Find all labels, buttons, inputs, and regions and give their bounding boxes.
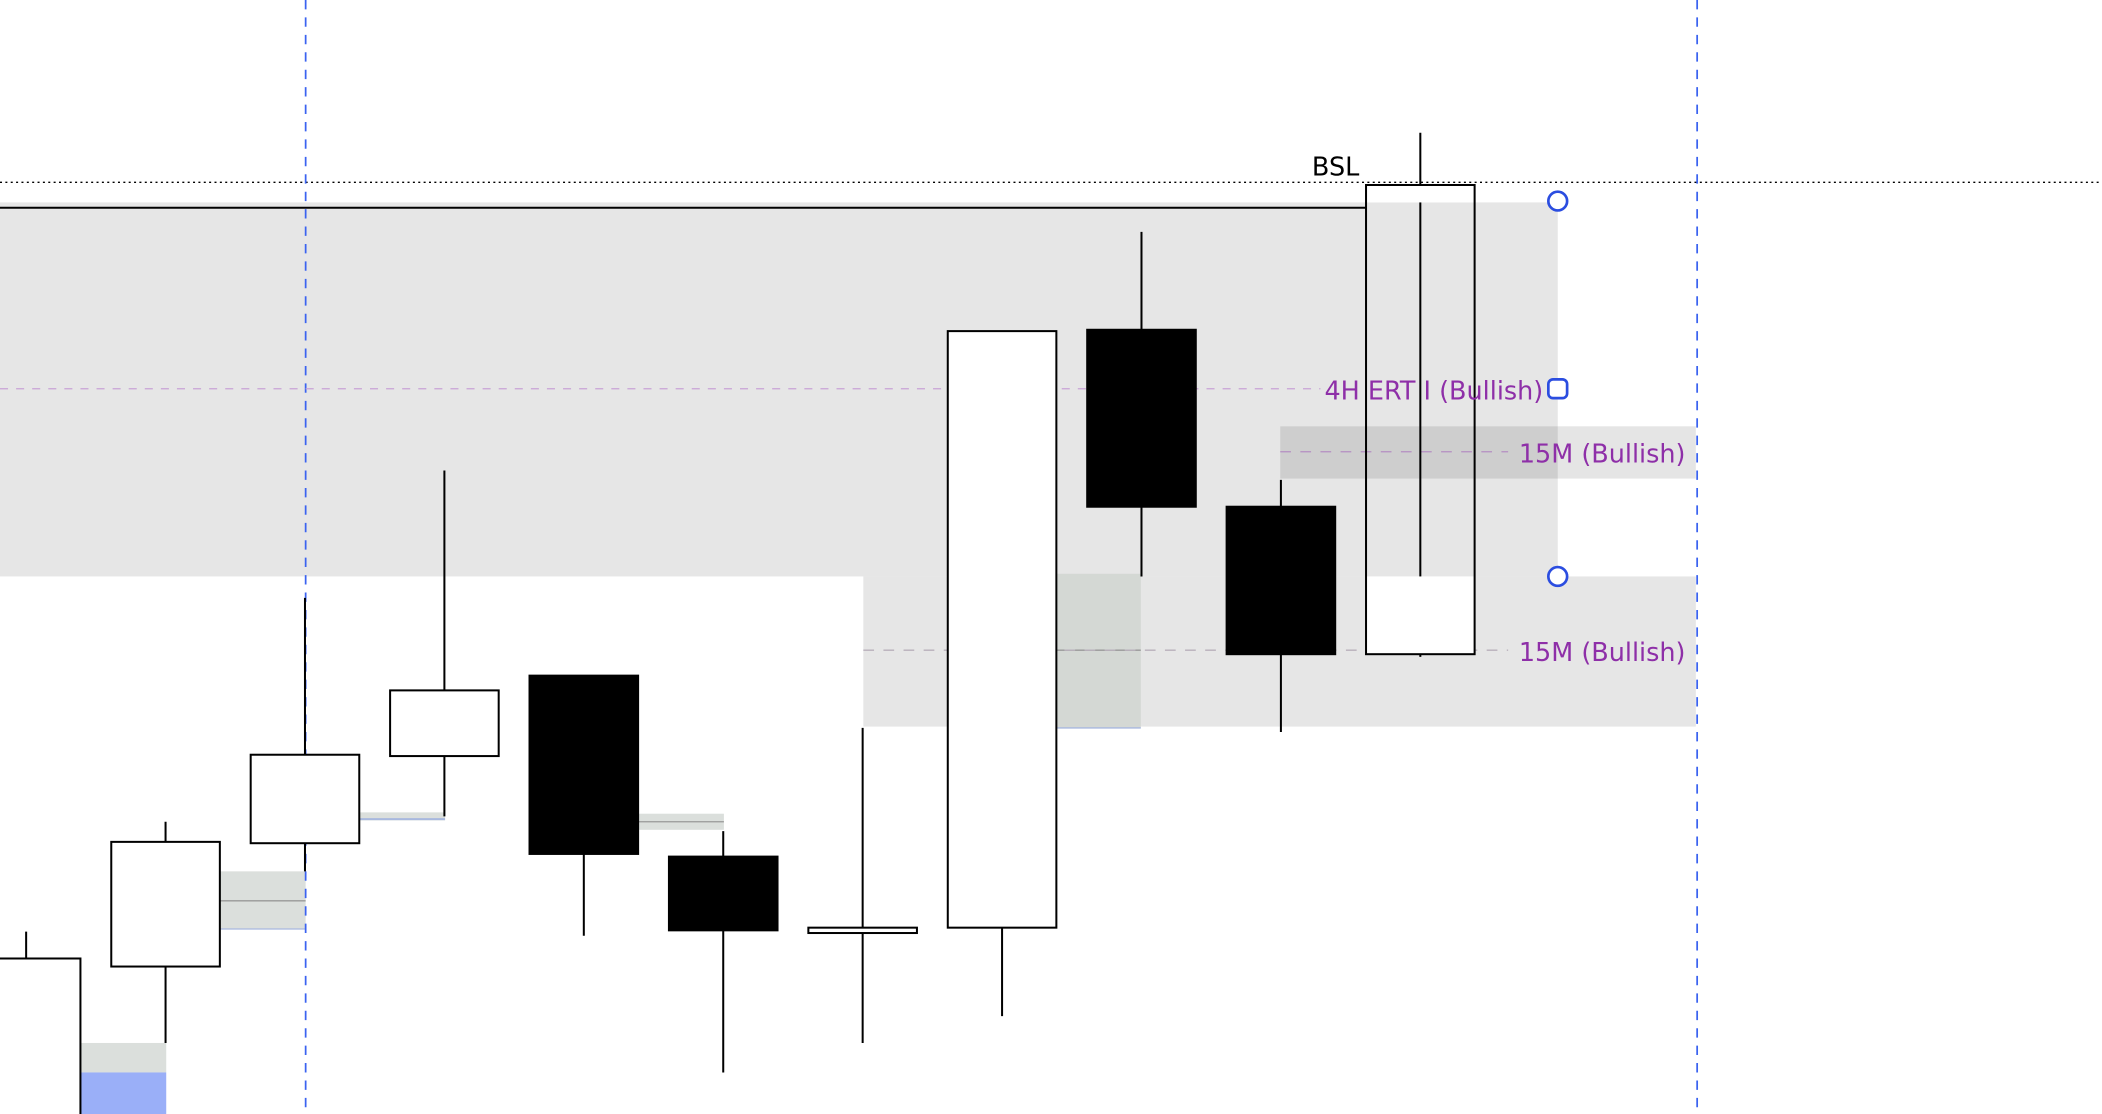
candle-body <box>1225 505 1337 656</box>
candle-bullish[interactable] <box>110 821 221 1043</box>
candle-bullish[interactable] <box>389 470 500 817</box>
candle-body <box>528 674 640 855</box>
move-handle-middle[interactable] <box>1547 378 1569 400</box>
candle-bullish[interactable] <box>1365 132 1476 657</box>
candle-body <box>249 753 361 845</box>
resize-handle-bottom[interactable] <box>1547 565 1569 588</box>
candle-body <box>389 689 500 758</box>
fvg-label: 15M (Bullish) <box>1519 439 1686 469</box>
candle-body <box>0 957 82 1114</box>
fvg-label: 15M (Bullish) <box>1519 638 1686 668</box>
candle-bearish[interactable] <box>1225 479 1337 732</box>
drawing-handles[interactable] <box>1547 190 1569 588</box>
candle-body <box>946 330 1058 929</box>
candle-bullish[interactable] <box>946 330 1058 1017</box>
candle-bearish[interactable] <box>1086 231 1197 577</box>
ert-label: 4H ERT I (Bullish) <box>1324 376 1543 406</box>
candle-body <box>110 840 221 968</box>
bsl-label: BSL <box>1312 153 1360 183</box>
candle-body-fill <box>1366 576 1475 655</box>
candle-bullish[interactable] <box>807 727 918 1043</box>
candle-body <box>1365 183 1476 656</box>
resize-handle-top[interactable] <box>1547 190 1569 212</box>
candle-body <box>667 855 779 932</box>
fvg-zone-blue <box>80 1072 167 1114</box>
candle-bullish[interactable] <box>0 931 82 1114</box>
candles-layer <box>0 132 1476 1114</box>
candle-bearish[interactable] <box>528 674 640 936</box>
candle-body <box>807 926 918 935</box>
candle-body-fill <box>1366 184 1475 203</box>
candle-bearish[interactable] <box>667 831 779 1073</box>
candle-body <box>1086 328 1197 508</box>
fvg-zone-thin <box>359 812 446 821</box>
candle-bullish[interactable] <box>249 597 361 872</box>
fvg-zone-bottom <box>80 1042 167 1073</box>
annotations-layer: 4H ERT I (Bullish) 15M (Bullish) 15M (Bu… <box>1324 376 1685 667</box>
zones-layer <box>0 202 1696 1114</box>
